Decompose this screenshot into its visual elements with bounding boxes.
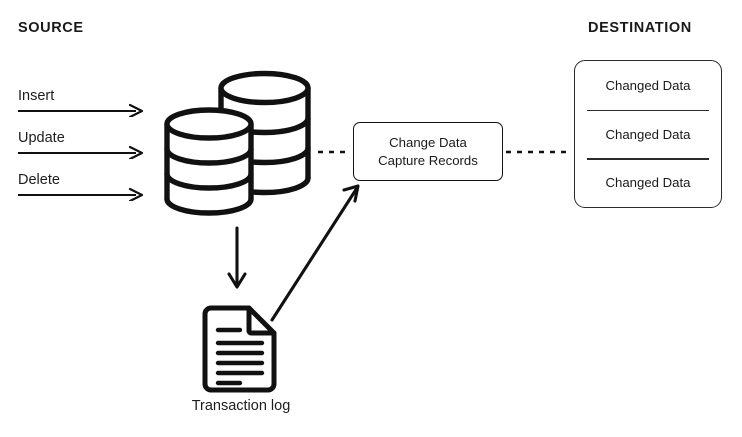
transaction-log-label: Transaction log	[191, 398, 291, 414]
change-data-capture-box[interactable]: Change Data Capture Records	[353, 122, 503, 181]
operation-arrow-delete	[18, 187, 144, 201]
operation-label-delete: Delete	[18, 172, 60, 188]
operation-arrow-insert	[18, 103, 144, 117]
source-heading: SOURCE	[18, 20, 84, 36]
destination-row-label: Changed Data	[605, 77, 691, 93]
database-cylinder-front	[164, 107, 254, 216]
operation-label-insert: Insert	[18, 88, 55, 104]
destination-panel: Changed Data Changed Data Changed Data	[574, 60, 722, 208]
destination-row: Changed Data	[575, 109, 721, 159]
destination-row-label: Changed Data	[605, 175, 691, 191]
destination-heading: DESTINATION	[588, 20, 692, 36]
operation-arrow-update	[18, 145, 144, 159]
operation-label-update: Update	[18, 130, 65, 146]
arrow-database-to-log	[227, 226, 247, 289]
cdc-box-text: Change Data Capture Records	[378, 134, 478, 169]
cdc-box-line-2: Capture Records	[378, 152, 478, 168]
destination-row-label: Changed Data	[605, 126, 691, 142]
destination-row: Changed Data	[575, 158, 721, 207]
arrow-log-to-cdc	[270, 184, 360, 322]
document-icon	[202, 305, 277, 393]
cdc-box-line-1: Change Data	[389, 134, 467, 150]
database-cylinder-back	[218, 70, 311, 196]
destination-row: Changed Data	[575, 61, 721, 110]
